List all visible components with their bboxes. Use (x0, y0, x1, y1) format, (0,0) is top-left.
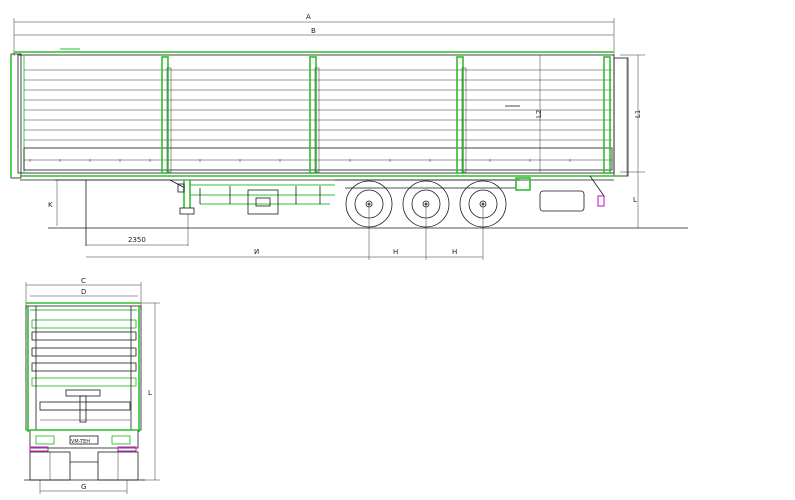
dimension-d: D (30, 288, 138, 297)
license-plate-text: VM-TEH (71, 439, 90, 445)
dimension-heights: L2 L1 L (535, 54, 645, 228)
dimension-2350-label: 2350 (128, 236, 146, 244)
dimension-h: H H (369, 248, 483, 258)
dimension-d-label: D (81, 288, 86, 296)
dimension-h2-label: H (452, 248, 457, 256)
dimension-c: C (25, 277, 142, 310)
right-rear-lamp (117, 446, 137, 452)
left-rear-lamp (29, 446, 49, 452)
license-plate (69, 435, 99, 445)
dimension-i: И (86, 248, 369, 258)
dimension-a: A (13, 13, 615, 56)
dimension-2350: 2350 (86, 236, 188, 246)
dimension-h1-label: H (393, 248, 398, 256)
dimension-l-label: L (633, 196, 637, 204)
dimension-l1-label: L1 (634, 110, 642, 118)
dimension-l-rear-label: L (148, 389, 152, 397)
kingpin: K (48, 180, 87, 246)
chassis-frame (20, 175, 620, 215)
dimension-l2-label: L2 (535, 110, 543, 118)
side-view: A B (10, 13, 688, 260)
rear-view: C D VM-TEH (24, 277, 160, 494)
dimension-g: G (39, 480, 128, 494)
landing-leg (177, 180, 195, 215)
dimension-k-label: K (48, 201, 53, 209)
cargo-body (10, 53, 629, 179)
dimension-b: B (14, 27, 614, 36)
dimension-i-label: И (254, 248, 259, 256)
dimension-c-label: C (81, 277, 86, 285)
dimension-b-label: B (311, 27, 316, 35)
dimension-l-rear: L (141, 302, 160, 481)
dimension-g-label: G (81, 483, 86, 491)
dimension-a-label: A (306, 13, 311, 21)
